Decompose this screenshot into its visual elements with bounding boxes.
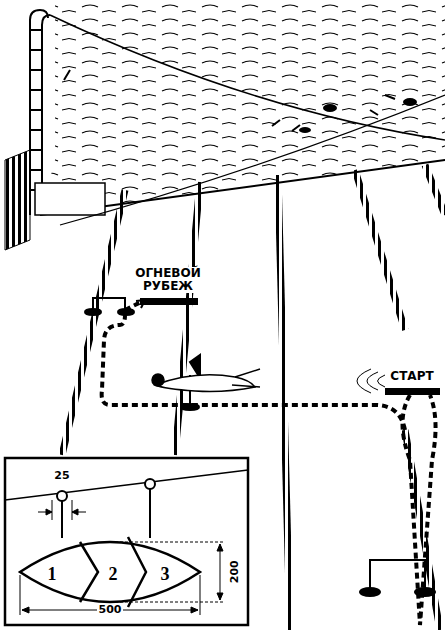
- dimension-label: 25: [52, 470, 71, 482]
- target-shape: [20, 537, 200, 607]
- zone-number: 2: [109, 564, 118, 585]
- start-bar: [385, 388, 440, 395]
- swimmer: [152, 369, 260, 392]
- target-zone: 2: [106, 562, 121, 587]
- dimension-label: 500: [97, 604, 124, 616]
- zone-number: 3: [161, 564, 170, 585]
- inset-frame: [5, 458, 248, 625]
- dimension-label: 200: [228, 559, 240, 586]
- target-zone: 3: [158, 562, 173, 587]
- wire-targets: [299, 98, 417, 133]
- target-clips: [57, 479, 155, 538]
- firing-line-label: ОГНЕВОЙ РУБЕЖ: [131, 267, 205, 292]
- target-zone: 1: [45, 562, 60, 587]
- firing-line-bar: [140, 298, 198, 305]
- dimension-lines: [20, 500, 225, 615]
- start-label: СТАРТ: [388, 370, 435, 383]
- zone-number: 1: [48, 564, 57, 585]
